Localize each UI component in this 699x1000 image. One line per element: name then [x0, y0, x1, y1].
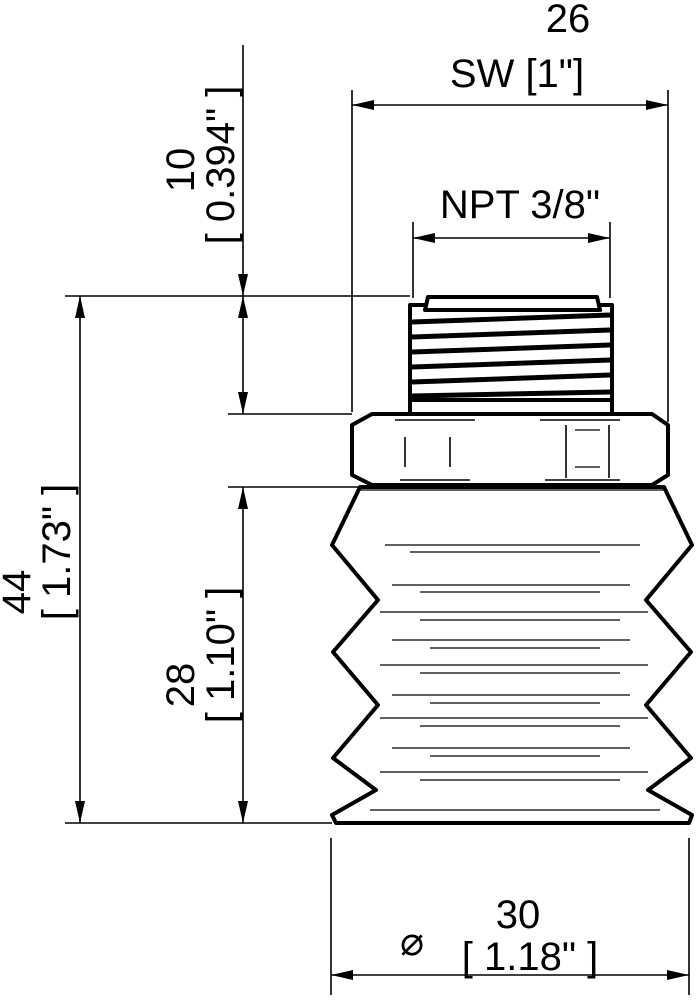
diameter-icon: ⌀: [400, 920, 424, 964]
dimension-wrench-size: 26 SW [1"]: [351, 0, 669, 422]
thread-label: NPT 3/8": [440, 183, 600, 227]
wrench-size-value: 26: [546, 0, 591, 41]
diameter-value: 30: [496, 893, 541, 937]
dimension-total-height: 44 [ 1.73" ]: [0, 296, 85, 823]
dimension-thread-length: 10 [ 0.394" ]: [159, 45, 248, 414]
wrench-size-label: SW [1"]: [450, 52, 584, 96]
dimension-thread: NPT 3/8": [412, 183, 611, 298]
hex-nut: [350, 412, 670, 491]
thread-length-value: 10: [159, 148, 203, 193]
diameter-imperial: [ 1.18" ]: [462, 935, 599, 979]
bellows-height-imperial: [ 1.10" ]: [199, 587, 243, 724]
bellows-height-value: 28: [159, 663, 203, 708]
total-height-value: 44: [0, 570, 39, 615]
npt-thread: [408, 295, 614, 416]
total-height-imperial: [ 1.73" ]: [35, 484, 79, 621]
bellows: [330, 485, 694, 825]
dimension-diameter: ⌀ 30 [ 1.18" ]: [330, 838, 690, 995]
dimension-bellows-height: 28 [ 1.10" ]: [159, 487, 248, 823]
thread-length-imperial: [ 0.394" ]: [199, 86, 243, 245]
